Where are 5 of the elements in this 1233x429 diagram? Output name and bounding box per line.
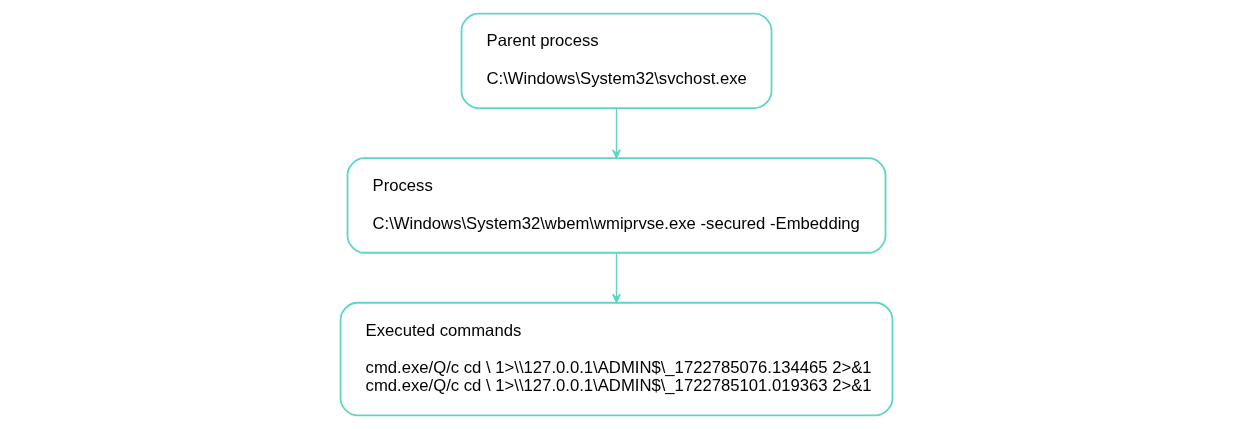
node-box: Executed commands cmd.exe/Q/c cd \ 1>\\127.0.0.1\ADMIN$\_1722785076.134465 2>&1 cmd.exe/Q/c cd \ 1>\\127.0.0.1\ADMIN$\_1722785101.019363 2>&1 [339, 301, 894, 417]
arrow [612, 107, 621, 159]
node-box: Process C:\Windows\System32\wbem\wmiprvse.exe -secured -Embedding [346, 157, 887, 254]
node-box: Parent process C:\Windows\System32\svchost.exe [460, 12, 773, 110]
arrow [612, 252, 621, 304]
